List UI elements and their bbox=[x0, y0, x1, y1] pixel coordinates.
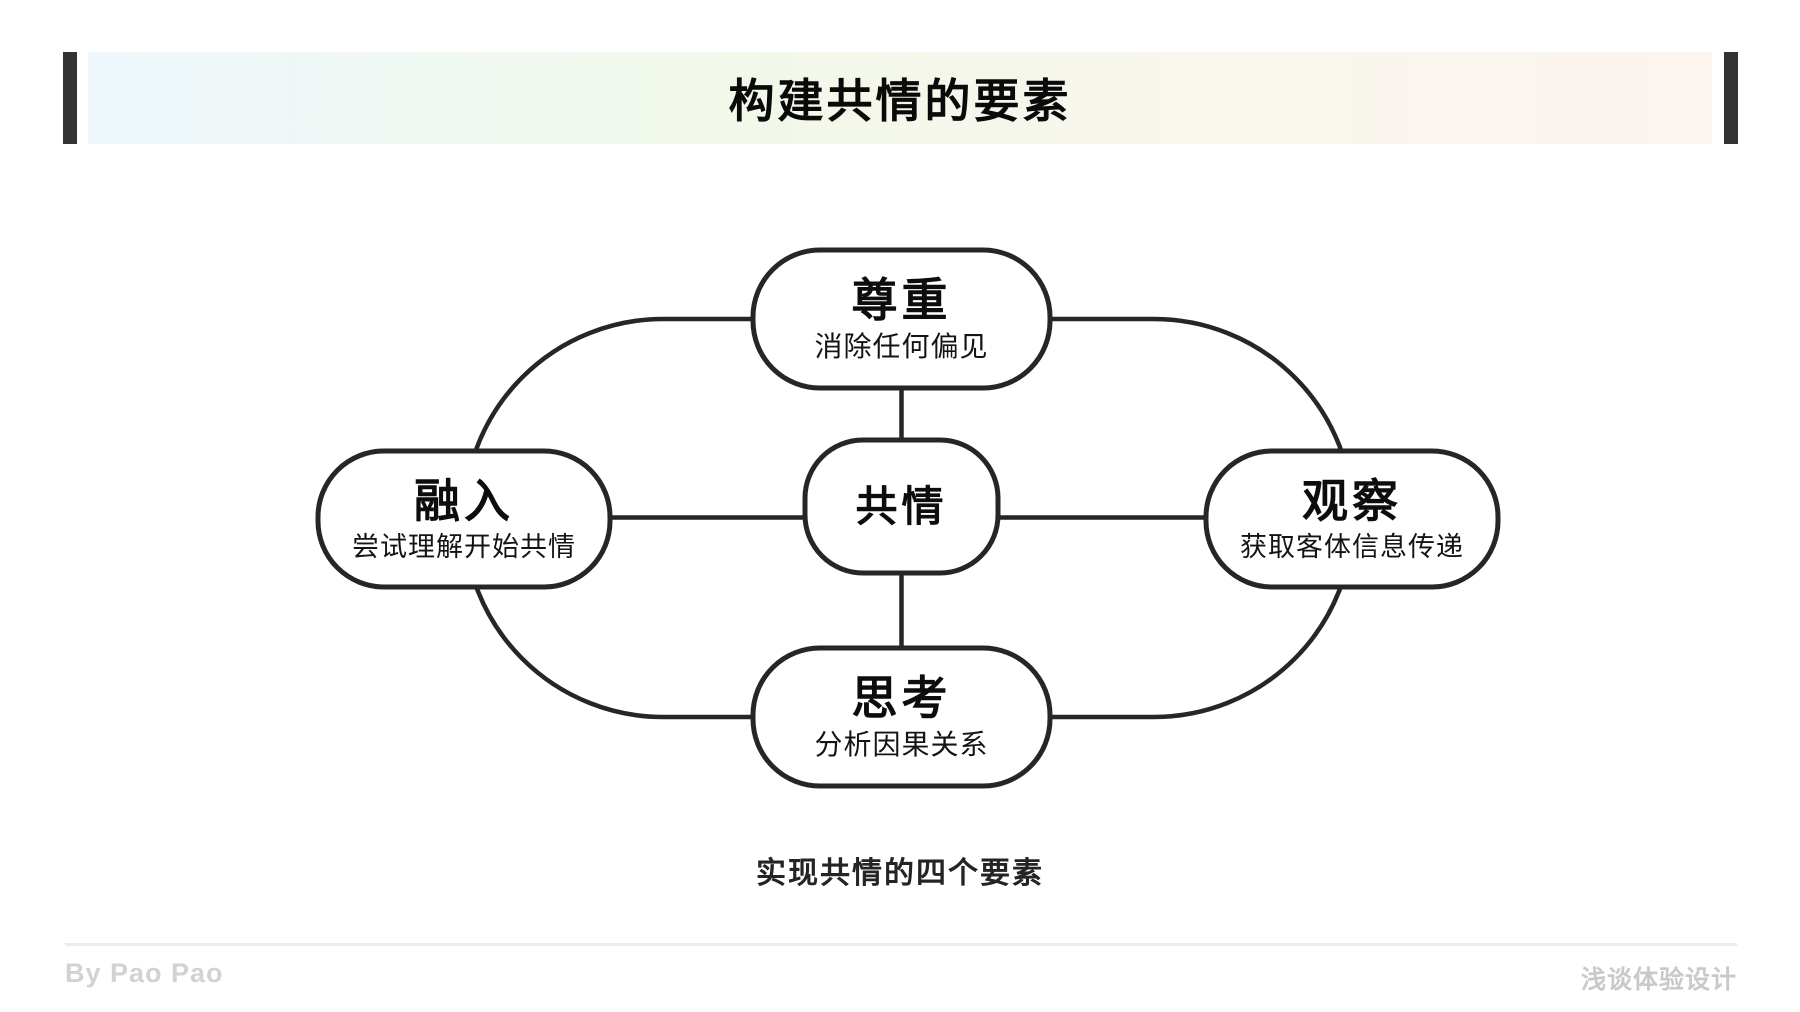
footer-divider bbox=[65, 943, 1737, 946]
immerse-node-shape bbox=[315, 448, 613, 590]
observe-node-shape bbox=[1203, 448, 1501, 590]
page-title: 构建共情的要素 bbox=[728, 75, 1072, 127]
header-panel: 构建共情的要素 bbox=[88, 52, 1712, 144]
think-node-shape bbox=[750, 645, 1053, 789]
footer-brand: 浅谈体验设计 bbox=[1580, 966, 1737, 994]
empathy-center-node-shape bbox=[802, 437, 1001, 576]
header-right-cap bbox=[1724, 52, 1738, 144]
diagram-caption: 实现共情的四个要素 bbox=[756, 857, 1044, 890]
footer-author: By Pao Pao bbox=[65, 958, 224, 988]
header-left-cap bbox=[63, 52, 77, 144]
respect-node-shape bbox=[750, 247, 1053, 391]
